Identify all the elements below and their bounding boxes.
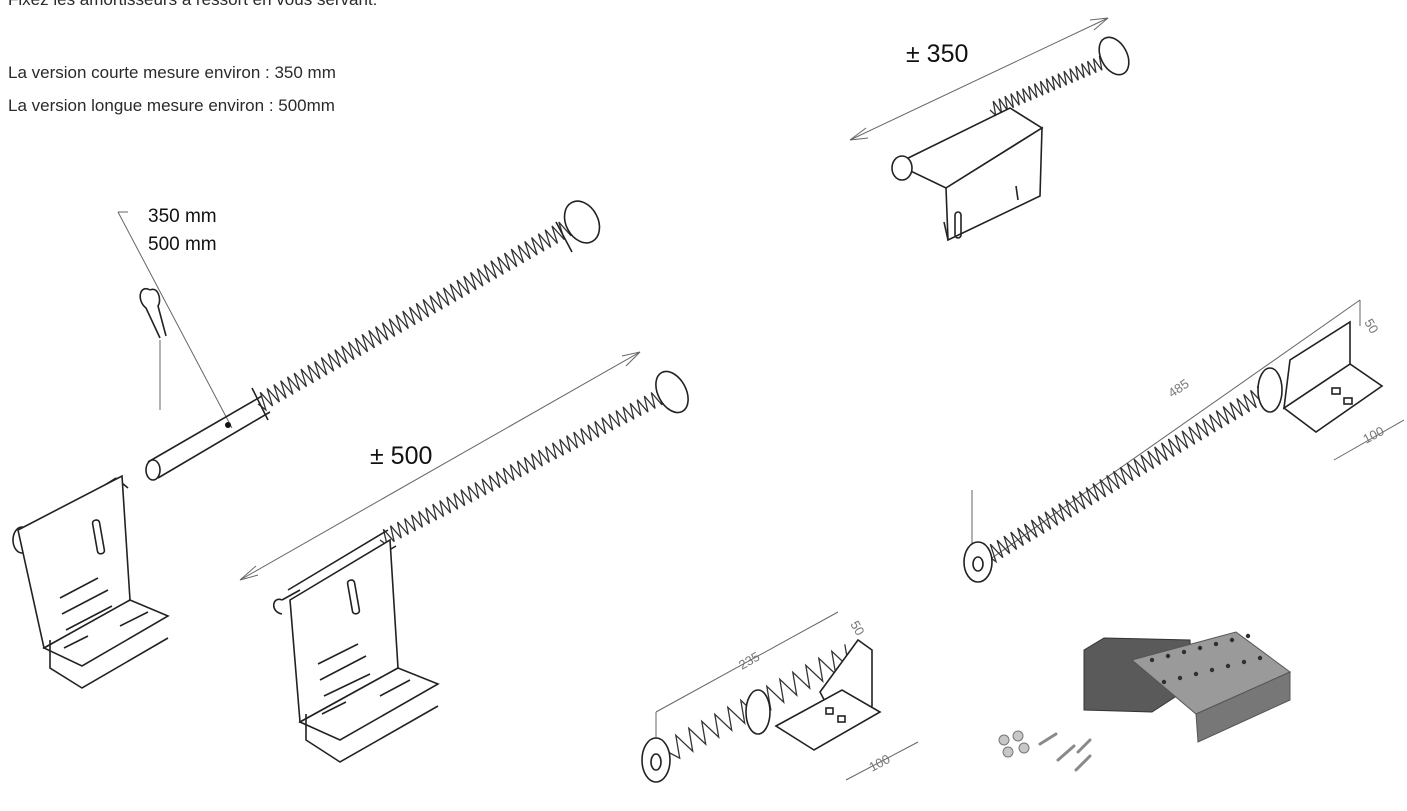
dim-50-short: 50 xyxy=(847,618,867,638)
spring-coil xyxy=(379,388,663,547)
end-cap xyxy=(963,541,993,583)
intro-text: Fixez les amortisseurs à ressort en vous… xyxy=(8,0,377,10)
dim-485: 485 xyxy=(1165,376,1191,401)
plate-hole xyxy=(1181,649,1187,655)
cotter-pin-icon xyxy=(139,287,167,339)
short-absorber-350-drawing: ± 350 xyxy=(849,17,1130,242)
plate-hole xyxy=(1245,633,1251,639)
dimension-line-350 xyxy=(849,17,1109,141)
wing-nut-icon xyxy=(272,589,301,615)
dimension-line-500 xyxy=(239,351,641,581)
end-cap xyxy=(1098,36,1130,76)
long-dimensioned-absorber: 485 50 100 xyxy=(963,299,1405,583)
label-approx-350: ± 350 xyxy=(906,40,968,68)
plate-holes xyxy=(1149,633,1263,685)
plate-hole xyxy=(1149,657,1155,663)
plate-hole xyxy=(1257,655,1263,661)
mounting-plate-photo xyxy=(998,631,1291,772)
dimension-leader xyxy=(117,211,233,429)
label-350mm: 350 mm xyxy=(148,206,217,227)
end-cap xyxy=(563,200,601,244)
plate-hole xyxy=(1241,659,1247,665)
plate-hole xyxy=(1165,653,1171,659)
short-version-text: La version courte mesure environ : 350 m… xyxy=(8,63,336,82)
screws-and-nuts-icon xyxy=(998,730,1092,772)
long-version-text: La version longue mesure environ : 500mm xyxy=(8,96,335,115)
plate-hole xyxy=(1229,637,1235,643)
dim-50-long: 50 xyxy=(1361,316,1381,336)
label-approx-500: ± 500 xyxy=(370,442,432,470)
plate-hole xyxy=(1193,671,1199,677)
inner-tube xyxy=(147,395,271,479)
plate-hole xyxy=(1225,663,1231,669)
short-dimensioned-absorber: 235 50 100 xyxy=(641,611,919,783)
end-cap xyxy=(655,370,689,414)
plate-hole xyxy=(1177,675,1183,681)
end-cap xyxy=(641,737,671,783)
spring-coil xyxy=(989,53,1109,117)
dimension-line-235 xyxy=(655,611,839,713)
exploded-absorber-drawing: 350 mm 500 mm xyxy=(12,200,601,689)
assembled-absorber-500-drawing: ± 500 xyxy=(239,351,689,763)
plate-hole xyxy=(1161,679,1167,685)
plate-hole xyxy=(1197,645,1203,651)
dim-100-short: 100 xyxy=(866,751,892,774)
dim-235: 235 xyxy=(736,649,762,673)
label-500mm: 500 mm xyxy=(148,234,217,255)
plate-hole xyxy=(1209,667,1215,673)
plate-hole xyxy=(1213,641,1219,647)
dimension-line-485 xyxy=(971,299,1361,573)
spring-coil xyxy=(987,386,1264,564)
spring-coil xyxy=(257,218,572,412)
